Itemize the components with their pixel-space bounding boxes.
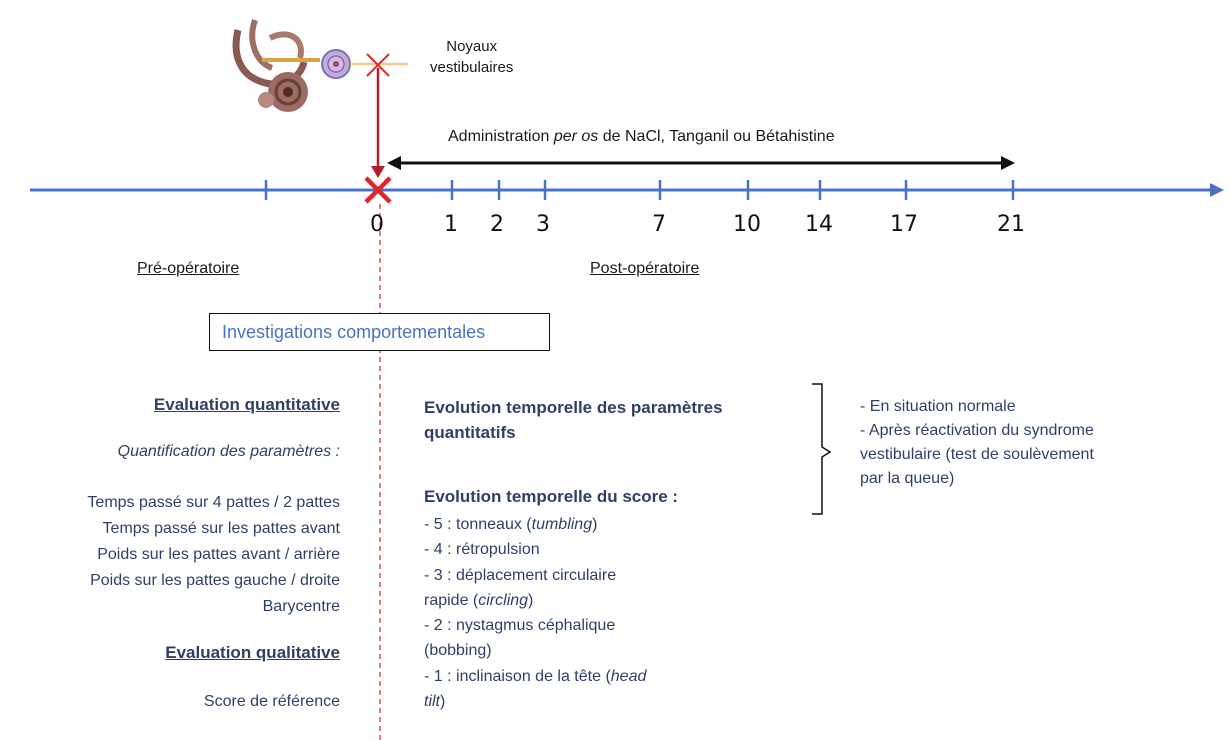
param-item: Temps passé sur les pattes avant <box>102 520 340 537</box>
evo-params-title: Evolution temporelle des paramètres quan… <box>424 398 723 442</box>
param-item: Barycentre <box>262 598 340 615</box>
tick-label-1: 1 <box>444 212 458 237</box>
phase-pre-label: Pré-opératoire <box>137 260 240 277</box>
score-line: - 5 : tonneaux (tumbling) <box>424 516 598 533</box>
score-line: rapide (circling) <box>424 591 534 609</box>
param-item: Poids sur les pattes avant / arrière <box>97 546 340 563</box>
score-list: - 5 : tonneaux (tumbling) - 4 : rétropul… <box>424 512 646 714</box>
behavioral-investigations-box: Investigations comportementales <box>209 313 550 351</box>
tick-label-14: 14 <box>805 212 833 237</box>
tick-label-10: 10 <box>733 212 761 237</box>
score-line: - 3 : déplacement circulaire <box>424 566 617 584</box>
tick-label-17: 17 <box>890 212 918 237</box>
tick-label-2: 2 <box>490 212 504 237</box>
condition-item: vestibulaire (test de soulèvement <box>860 446 1094 463</box>
score-line: - 2 : nystagmus céphalique <box>424 617 616 635</box>
inner-ear-icon <box>232 19 320 112</box>
tick-label-7: 7 <box>652 212 666 237</box>
phase-post-label: Post-opératoire <box>590 260 700 277</box>
score-line: tilt) <box>424 693 446 711</box>
condition-item: - Après réactivation du syndrome <box>860 422 1094 439</box>
administration-arrow <box>387 156 1015 170</box>
qual-eval-title: Evaluation qualitative <box>165 643 340 662</box>
nuclei-label: Noyaux vestibulaires <box>430 38 514 76</box>
tick-label-21: 21 <box>997 212 1025 237</box>
lesion-small-x-icon <box>366 53 390 77</box>
lesion-down-arrow <box>371 68 385 178</box>
timeline-axis <box>30 183 1224 197</box>
curly-bracket <box>812 383 832 515</box>
surgery-x-marker <box>364 176 392 204</box>
quant-subtitle: Quantification des paramètres : <box>117 443 340 460</box>
box-title: Investigations comportementales <box>222 321 486 342</box>
score-line: - 4 : rétropulsion <box>424 541 540 559</box>
conditions-list: - En situation normale - Après réactivat… <box>860 395 1094 491</box>
vestibular-nucleus-icon <box>321 49 351 79</box>
param-item: Temps passé sur 4 pattes / 2 pattes <box>87 494 340 511</box>
score-line: (bobbing) <box>424 642 492 660</box>
condition-item: - En situation normale <box>860 398 1016 415</box>
timeline-ticks <box>264 180 1015 200</box>
quant-eval-title: Evaluation quantitative <box>153 395 340 414</box>
score-line: - 1 : inclinaison de la tête (head <box>424 667 647 685</box>
tick-label-0: 0 <box>370 212 384 237</box>
tick-label-3: 3 <box>536 212 550 237</box>
evo-score-title: Evolution temporelle du score : <box>424 487 679 506</box>
condition-item: par la queue) <box>860 470 955 487</box>
param-item: Poids sur les pattes gauche / droite <box>90 572 340 589</box>
administration-label: Administration per os de NaCl, Tanganil … <box>448 128 835 145</box>
qual-item: Score de référence <box>203 693 340 710</box>
params-list: Temps passé sur 4 pattes / 2 pattes Temp… <box>87 490 340 620</box>
